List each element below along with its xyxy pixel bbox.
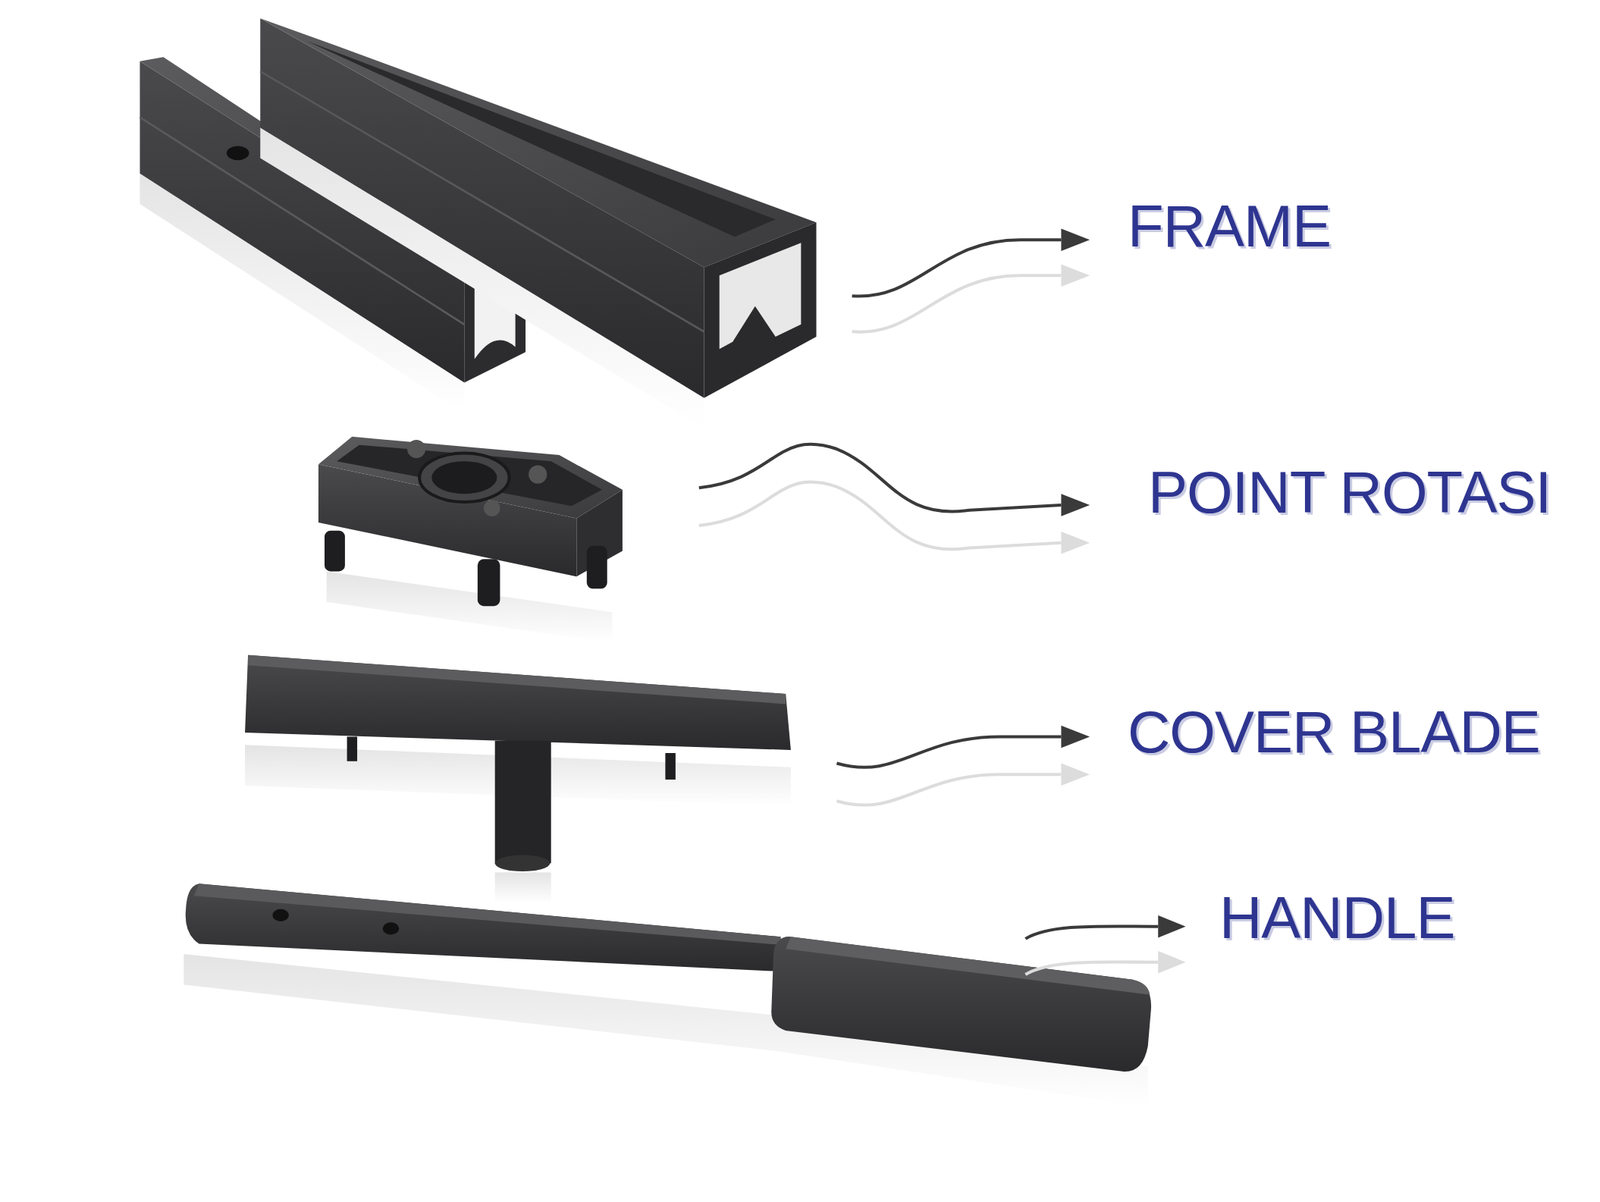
handle-hole — [382, 922, 400, 935]
part-label: HANDLE — [1219, 884, 1455, 953]
handle-bar — [183, 883, 1152, 1108]
channel-end — [704, 222, 817, 398]
handle-bar-top — [194, 883, 782, 945]
leader-arrow — [836, 736, 1061, 767]
blade-pin — [347, 736, 358, 761]
arrowhead — [1060, 493, 1090, 517]
screw-boss — [528, 465, 547, 484]
blade-pin — [665, 752, 675, 780]
blade-plate — [244, 655, 791, 750]
leader-arrow — [699, 444, 1062, 512]
arrow-reflection — [852, 275, 1062, 332]
leader-arrow — [852, 239, 1062, 296]
arrowhead-reflection — [1060, 263, 1090, 287]
block-foot — [324, 530, 346, 572]
block-foot — [477, 558, 501, 606]
part-label: FRAME — [1127, 192, 1331, 261]
screw-boss — [483, 499, 501, 517]
handle-grip-top — [785, 936, 1150, 995]
frame-right-channel — [260, 18, 816, 429]
leader-arrows — [699, 228, 1186, 975]
channel-edge — [260, 71, 704, 332]
arrowhead-reflection — [1157, 950, 1186, 974]
part-label: POINT ROTASI — [1148, 458, 1551, 528]
arrowhead — [1060, 228, 1090, 251]
cover-blade — [244, 655, 791, 904]
screw-boss — [407, 439, 426, 459]
arrow-reflection — [836, 774, 1061, 805]
arrowhead — [1060, 725, 1090, 749]
reflection — [495, 872, 552, 903]
arrow-reflection — [1025, 961, 1158, 974]
handle-hole — [272, 909, 289, 922]
rotation-hole — [431, 461, 497, 494]
part-label: COVER BLADE — [1127, 698, 1541, 767]
leader-arrow — [1025, 925, 1158, 939]
block-foot — [586, 545, 608, 590]
arrowhead-reflection — [1060, 762, 1090, 786]
arrow-reflection — [699, 481, 1062, 550]
blade-shaft — [495, 740, 552, 863]
arrowhead — [1157, 915, 1186, 939]
handle-bar-body — [185, 883, 782, 972]
point-rotasi-block — [318, 436, 623, 644]
block-cavity — [336, 445, 603, 507]
blade-edge — [247, 655, 786, 705]
handle-grip — [771, 936, 1152, 1072]
channel-top — [260, 18, 816, 267]
block-top — [318, 436, 623, 519]
blade-shaft-end — [495, 855, 551, 873]
reflection — [326, 570, 613, 643]
channel-hollow — [719, 242, 802, 349]
rotation-ring — [419, 452, 509, 502]
arrowhead-reflection — [1060, 531, 1090, 555]
channel-hole — [226, 145, 250, 160]
